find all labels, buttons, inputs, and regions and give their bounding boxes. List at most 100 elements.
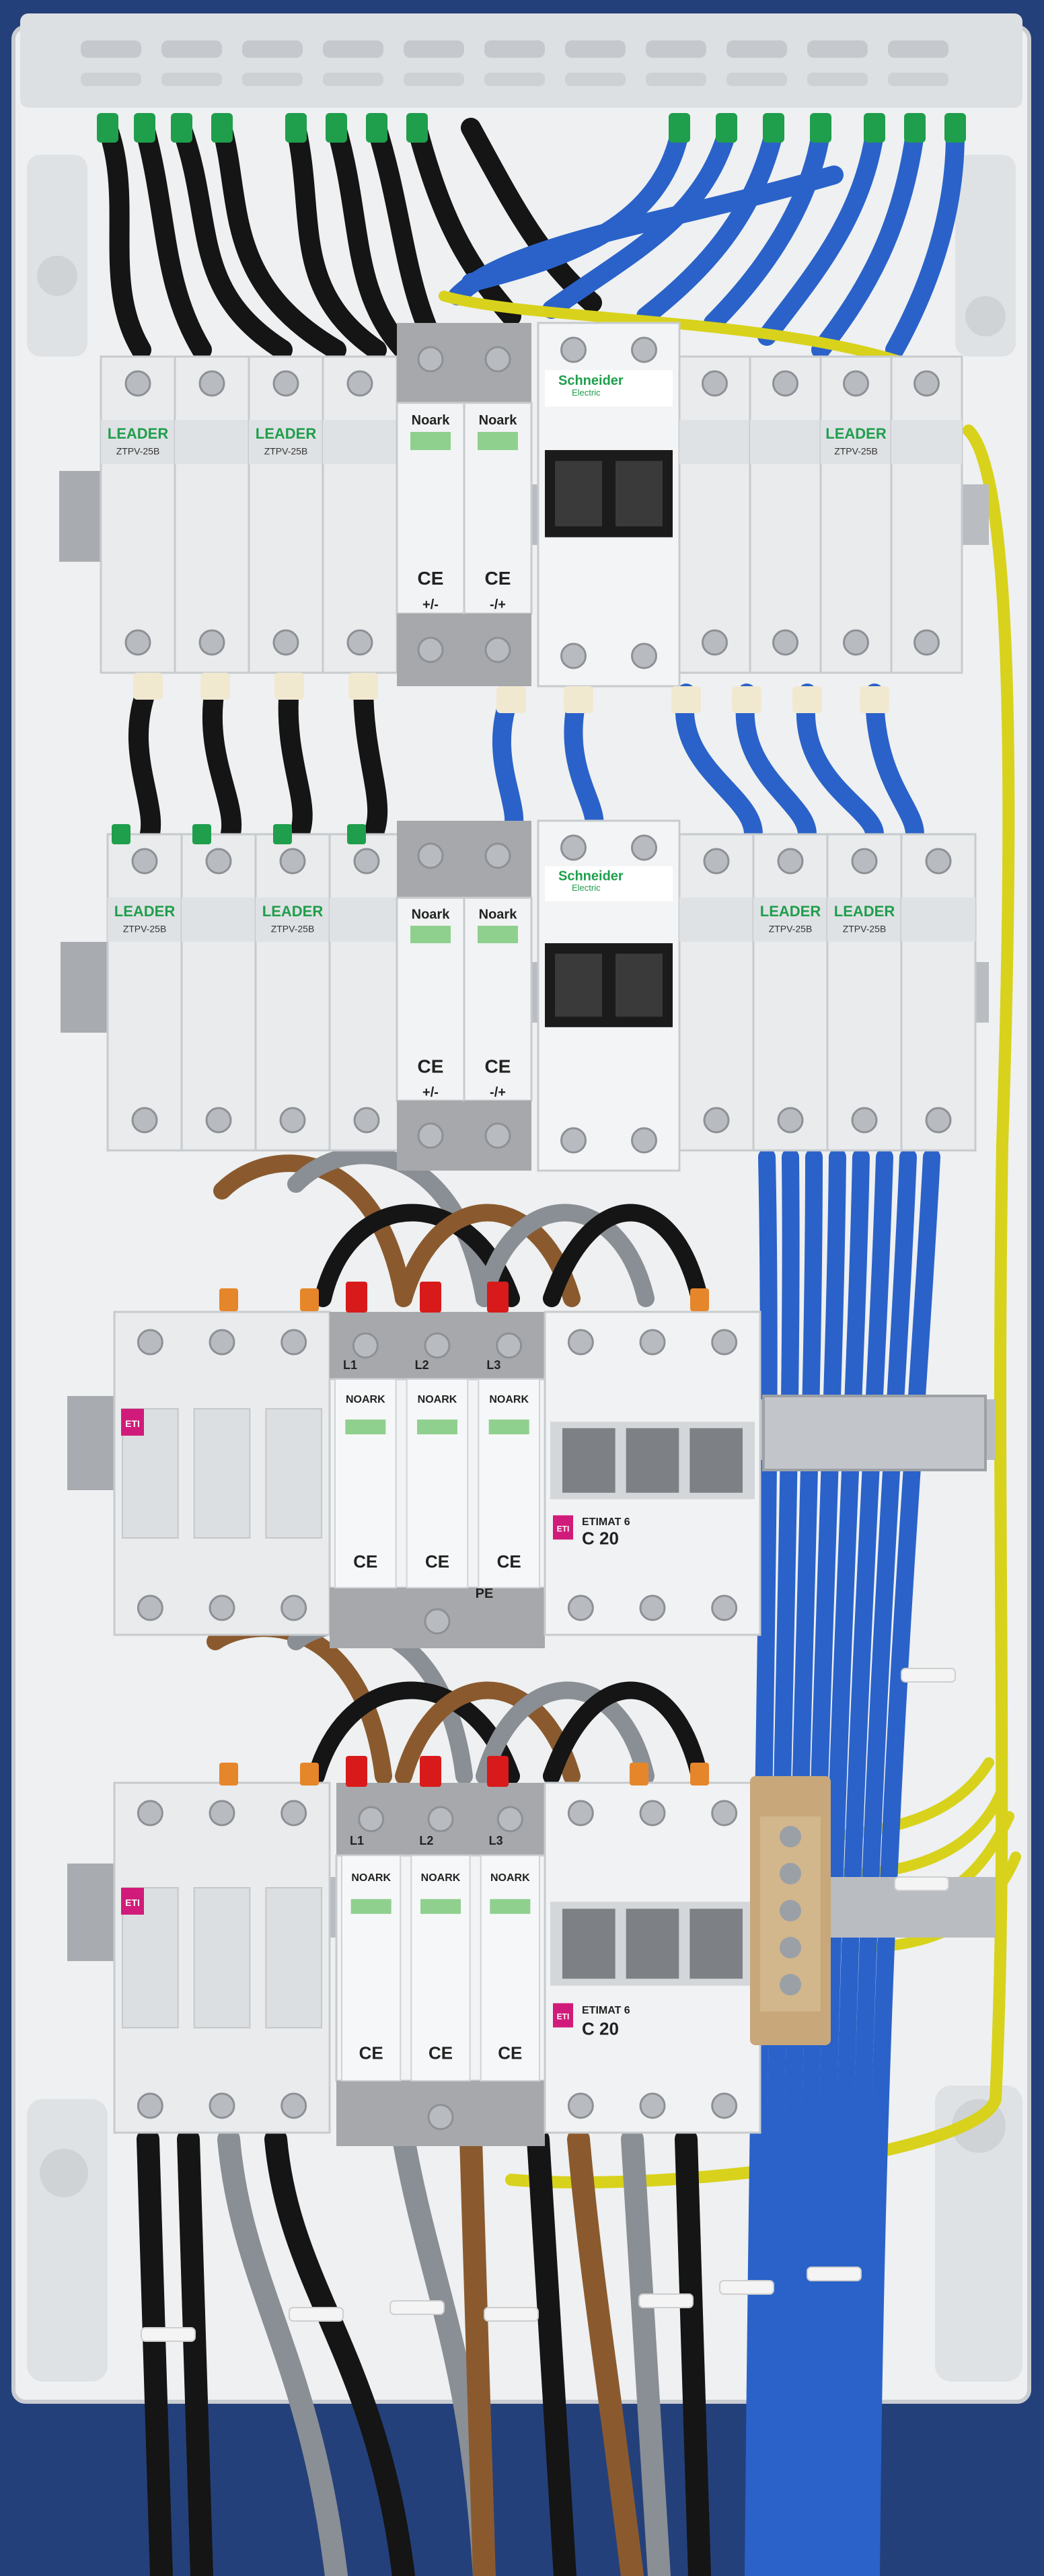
eti-brand: ETI bbox=[125, 1897, 140, 1908]
leader-fuse-holder bbox=[749, 355, 822, 674]
eti-logo bbox=[553, 1515, 573, 1540]
top-entry-slots bbox=[81, 40, 948, 86]
black-wire bbox=[135, 118, 212, 360]
terminal-screw bbox=[279, 848, 306, 875]
noark-brand: NOARK bbox=[346, 1394, 385, 1405]
outgoing-cable bbox=[177, 2128, 213, 2576]
entry-slot bbox=[161, 40, 222, 58]
leader-label-plate bbox=[249, 420, 323, 464]
ferrule-sleeve bbox=[792, 686, 822, 713]
black-wire bbox=[353, 676, 388, 851]
outgoing-cable bbox=[264, 2128, 415, 2576]
fuse-carrier bbox=[265, 1887, 323, 2028]
leader-fuse-holder bbox=[678, 355, 751, 674]
spd-status-window bbox=[417, 1420, 457, 1434]
schneider-label bbox=[545, 370, 673, 407]
cable-tie bbox=[901, 1668, 956, 1683]
green-terminal-cap bbox=[285, 113, 307, 143]
terminal-screw bbox=[496, 1332, 523, 1359]
terminal-screw bbox=[711, 1329, 738, 1356]
ce-mark: CE bbox=[418, 1056, 444, 1076]
terminal-screw bbox=[567, 2092, 594, 2119]
leader-label-plate bbox=[108, 897, 182, 942]
mcb-type: ETIMAT 6 bbox=[582, 2005, 630, 2016]
ce-mark: CE bbox=[498, 2043, 522, 2063]
entry-slot bbox=[807, 40, 868, 58]
schneider-label bbox=[545, 866, 673, 901]
cable-tie bbox=[289, 2307, 344, 2322]
leader-brand: LEADER bbox=[262, 903, 324, 920]
green-terminal-cap bbox=[944, 113, 966, 143]
spd-status-window bbox=[490, 1899, 531, 1914]
leader-body bbox=[900, 833, 977, 1152]
mcb-toggle bbox=[689, 1428, 743, 1493]
phase-label-l1: L1 bbox=[343, 1358, 357, 1372]
noark-brand: NOARK bbox=[421, 1872, 461, 1884]
leader-label-plate bbox=[679, 897, 753, 942]
breaker-toggle bbox=[555, 953, 602, 1017]
green-terminal-cap bbox=[716, 113, 737, 143]
leader-label-plate bbox=[679, 420, 750, 464]
spd-cartridge bbox=[410, 1855, 471, 2082]
orange-wire-cap bbox=[630, 1763, 648, 1786]
terminal-screw bbox=[137, 1594, 163, 1621]
terminal-screw bbox=[352, 1332, 379, 1359]
terminal-screw bbox=[496, 1806, 523, 1833]
spd-status-window bbox=[420, 1899, 461, 1914]
leader-label-plate bbox=[101, 420, 175, 464]
orange-wire-cap bbox=[219, 1288, 238, 1311]
terminal-screw bbox=[281, 1594, 307, 1621]
entry-slot bbox=[161, 73, 222, 86]
ferrule-sleeve bbox=[348, 673, 378, 700]
terminal-screw bbox=[272, 629, 299, 656]
blue-wire bbox=[795, 1148, 846, 2576]
entry-slot bbox=[404, 73, 464, 86]
leader-model: ZTPV-25B bbox=[843, 924, 887, 934]
phase-wire bbox=[476, 1204, 655, 1307]
leader-fuse-holder bbox=[890, 355, 963, 674]
entry-slot bbox=[81, 73, 141, 86]
earth-terminal-block bbox=[750, 1776, 831, 2045]
green-terminal-cap bbox=[192, 824, 211, 844]
entry-slot bbox=[726, 40, 787, 58]
terminal-screw bbox=[124, 629, 151, 656]
spd-polarity-label: -/+ bbox=[490, 1085, 506, 1100]
leader-brand: LEADER bbox=[825, 425, 887, 442]
terminal-screw bbox=[914, 370, 940, 397]
black-wire bbox=[202, 676, 241, 851]
eti-logo bbox=[553, 2003, 573, 2028]
black-wire bbox=[172, 118, 293, 360]
terminal-screw bbox=[711, 1594, 738, 1621]
leader-brand: LEADER bbox=[834, 903, 895, 920]
schneider-brand: Schneider bbox=[558, 869, 624, 883]
cable-tie bbox=[484, 2307, 539, 2322]
blue-wire bbox=[811, 125, 924, 359]
entry-slot bbox=[646, 40, 706, 58]
cable-tie bbox=[638, 2293, 694, 2308]
ce-mark: CE bbox=[425, 1551, 449, 1572]
rail-clamp-4 bbox=[67, 1864, 114, 1961]
terminal-screw bbox=[925, 848, 952, 875]
ce-mark: CE bbox=[497, 1551, 521, 1572]
blue-wire bbox=[704, 125, 830, 332]
ce-mark: CE bbox=[359, 2043, 383, 2063]
red-wire-cap bbox=[420, 1282, 441, 1313]
ce-mark: CE bbox=[428, 2043, 453, 2063]
leader-body bbox=[254, 833, 331, 1152]
corner-post-bl bbox=[27, 2099, 108, 2382]
leader-label-plate bbox=[323, 420, 397, 464]
corner-post-tl bbox=[27, 155, 87, 357]
terminal-screw bbox=[772, 629, 798, 656]
leader-body bbox=[174, 355, 250, 674]
terminal-screw bbox=[205, 848, 232, 875]
outgoing-cable bbox=[675, 2128, 711, 2576]
spd-status-window bbox=[350, 1899, 392, 1914]
leader-label-plate bbox=[750, 420, 821, 464]
noark-brand: Noark bbox=[412, 413, 451, 428]
blue-wire bbox=[745, 1148, 778, 2576]
outgoing-cable bbox=[567, 2128, 644, 2576]
terminal-screw bbox=[124, 370, 151, 397]
eti-brand: ETI bbox=[125, 1418, 140, 1429]
